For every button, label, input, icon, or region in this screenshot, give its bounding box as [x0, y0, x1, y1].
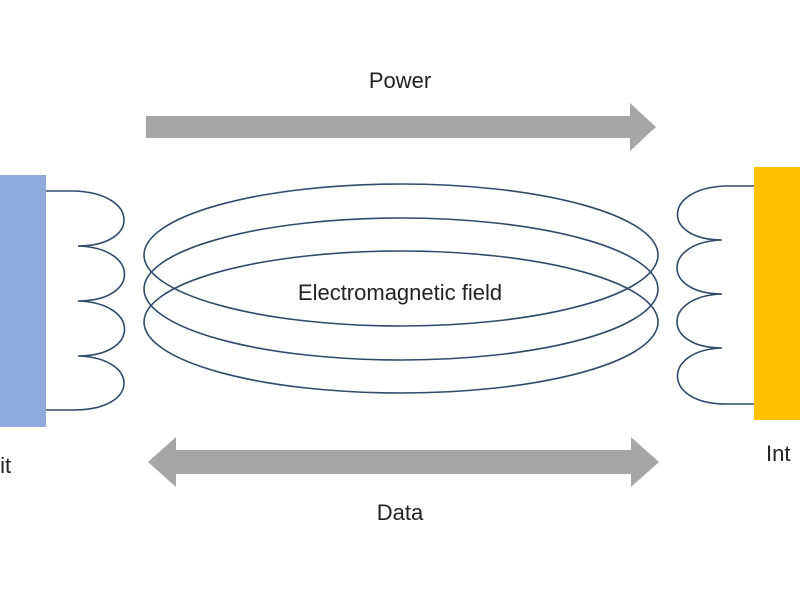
electromagnetic-field-label: Electromagnetic field: [297, 280, 503, 305]
data-arrow: [148, 437, 659, 487]
right-coil: [676, 185, 754, 405]
field-loop-middle: [143, 217, 659, 361]
left-unit-label: Unit: [0, 453, 12, 478]
left-coil: [46, 190, 126, 411]
right-unit-label: Int: [766, 441, 791, 466]
right-unit-block: [754, 167, 800, 420]
power-arrow: [146, 103, 656, 151]
left-unit-block: [0, 175, 46, 427]
field-loop-top: [143, 183, 659, 327]
field-loop-bottom: [143, 250, 659, 394]
power-label: Power: [368, 68, 432, 93]
data-label: Data: [376, 500, 424, 525]
